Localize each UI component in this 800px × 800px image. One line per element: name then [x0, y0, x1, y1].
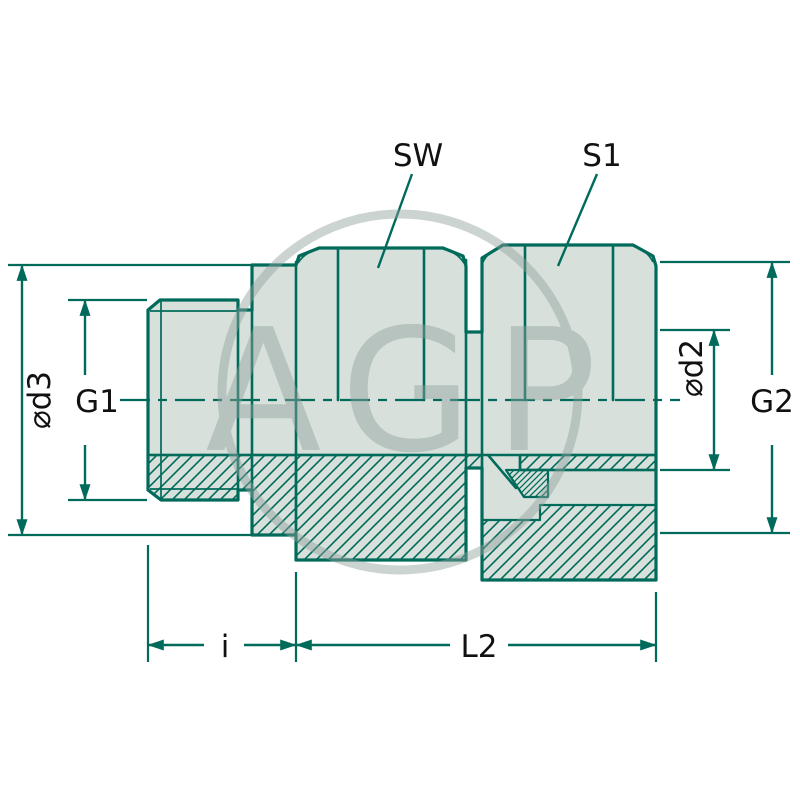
label-d3: ⌀d3 — [22, 371, 58, 429]
dimension-d2 — [660, 328, 730, 472]
label-sw: SW — [393, 138, 443, 174]
hex-chamfer-arcs — [297, 245, 654, 264]
label-d2: ⌀d2 — [674, 339, 710, 397]
hex-face-edges — [336, 244, 615, 402]
watermark: AGP — [205, 209, 619, 575]
label-g2: G2 — [750, 384, 794, 420]
watermark-text: AGP — [205, 293, 619, 491]
cone-edge — [486, 453, 518, 490]
label-i: i — [221, 629, 230, 665]
leader-s1 — [556, 173, 599, 267]
dimension-d3 — [8, 263, 296, 537]
label-g1: G1 — [75, 384, 119, 420]
watermark-circle — [217, 209, 583, 575]
label-l2: L2 — [461, 629, 498, 665]
dimension-l2 — [295, 592, 658, 662]
leader-sw — [376, 173, 414, 269]
dimension-g2 — [660, 260, 790, 535]
dimension-g1 — [68, 298, 147, 502]
tube-end-edge — [518, 453, 658, 472]
label-s1: S1 — [582, 138, 621, 174]
